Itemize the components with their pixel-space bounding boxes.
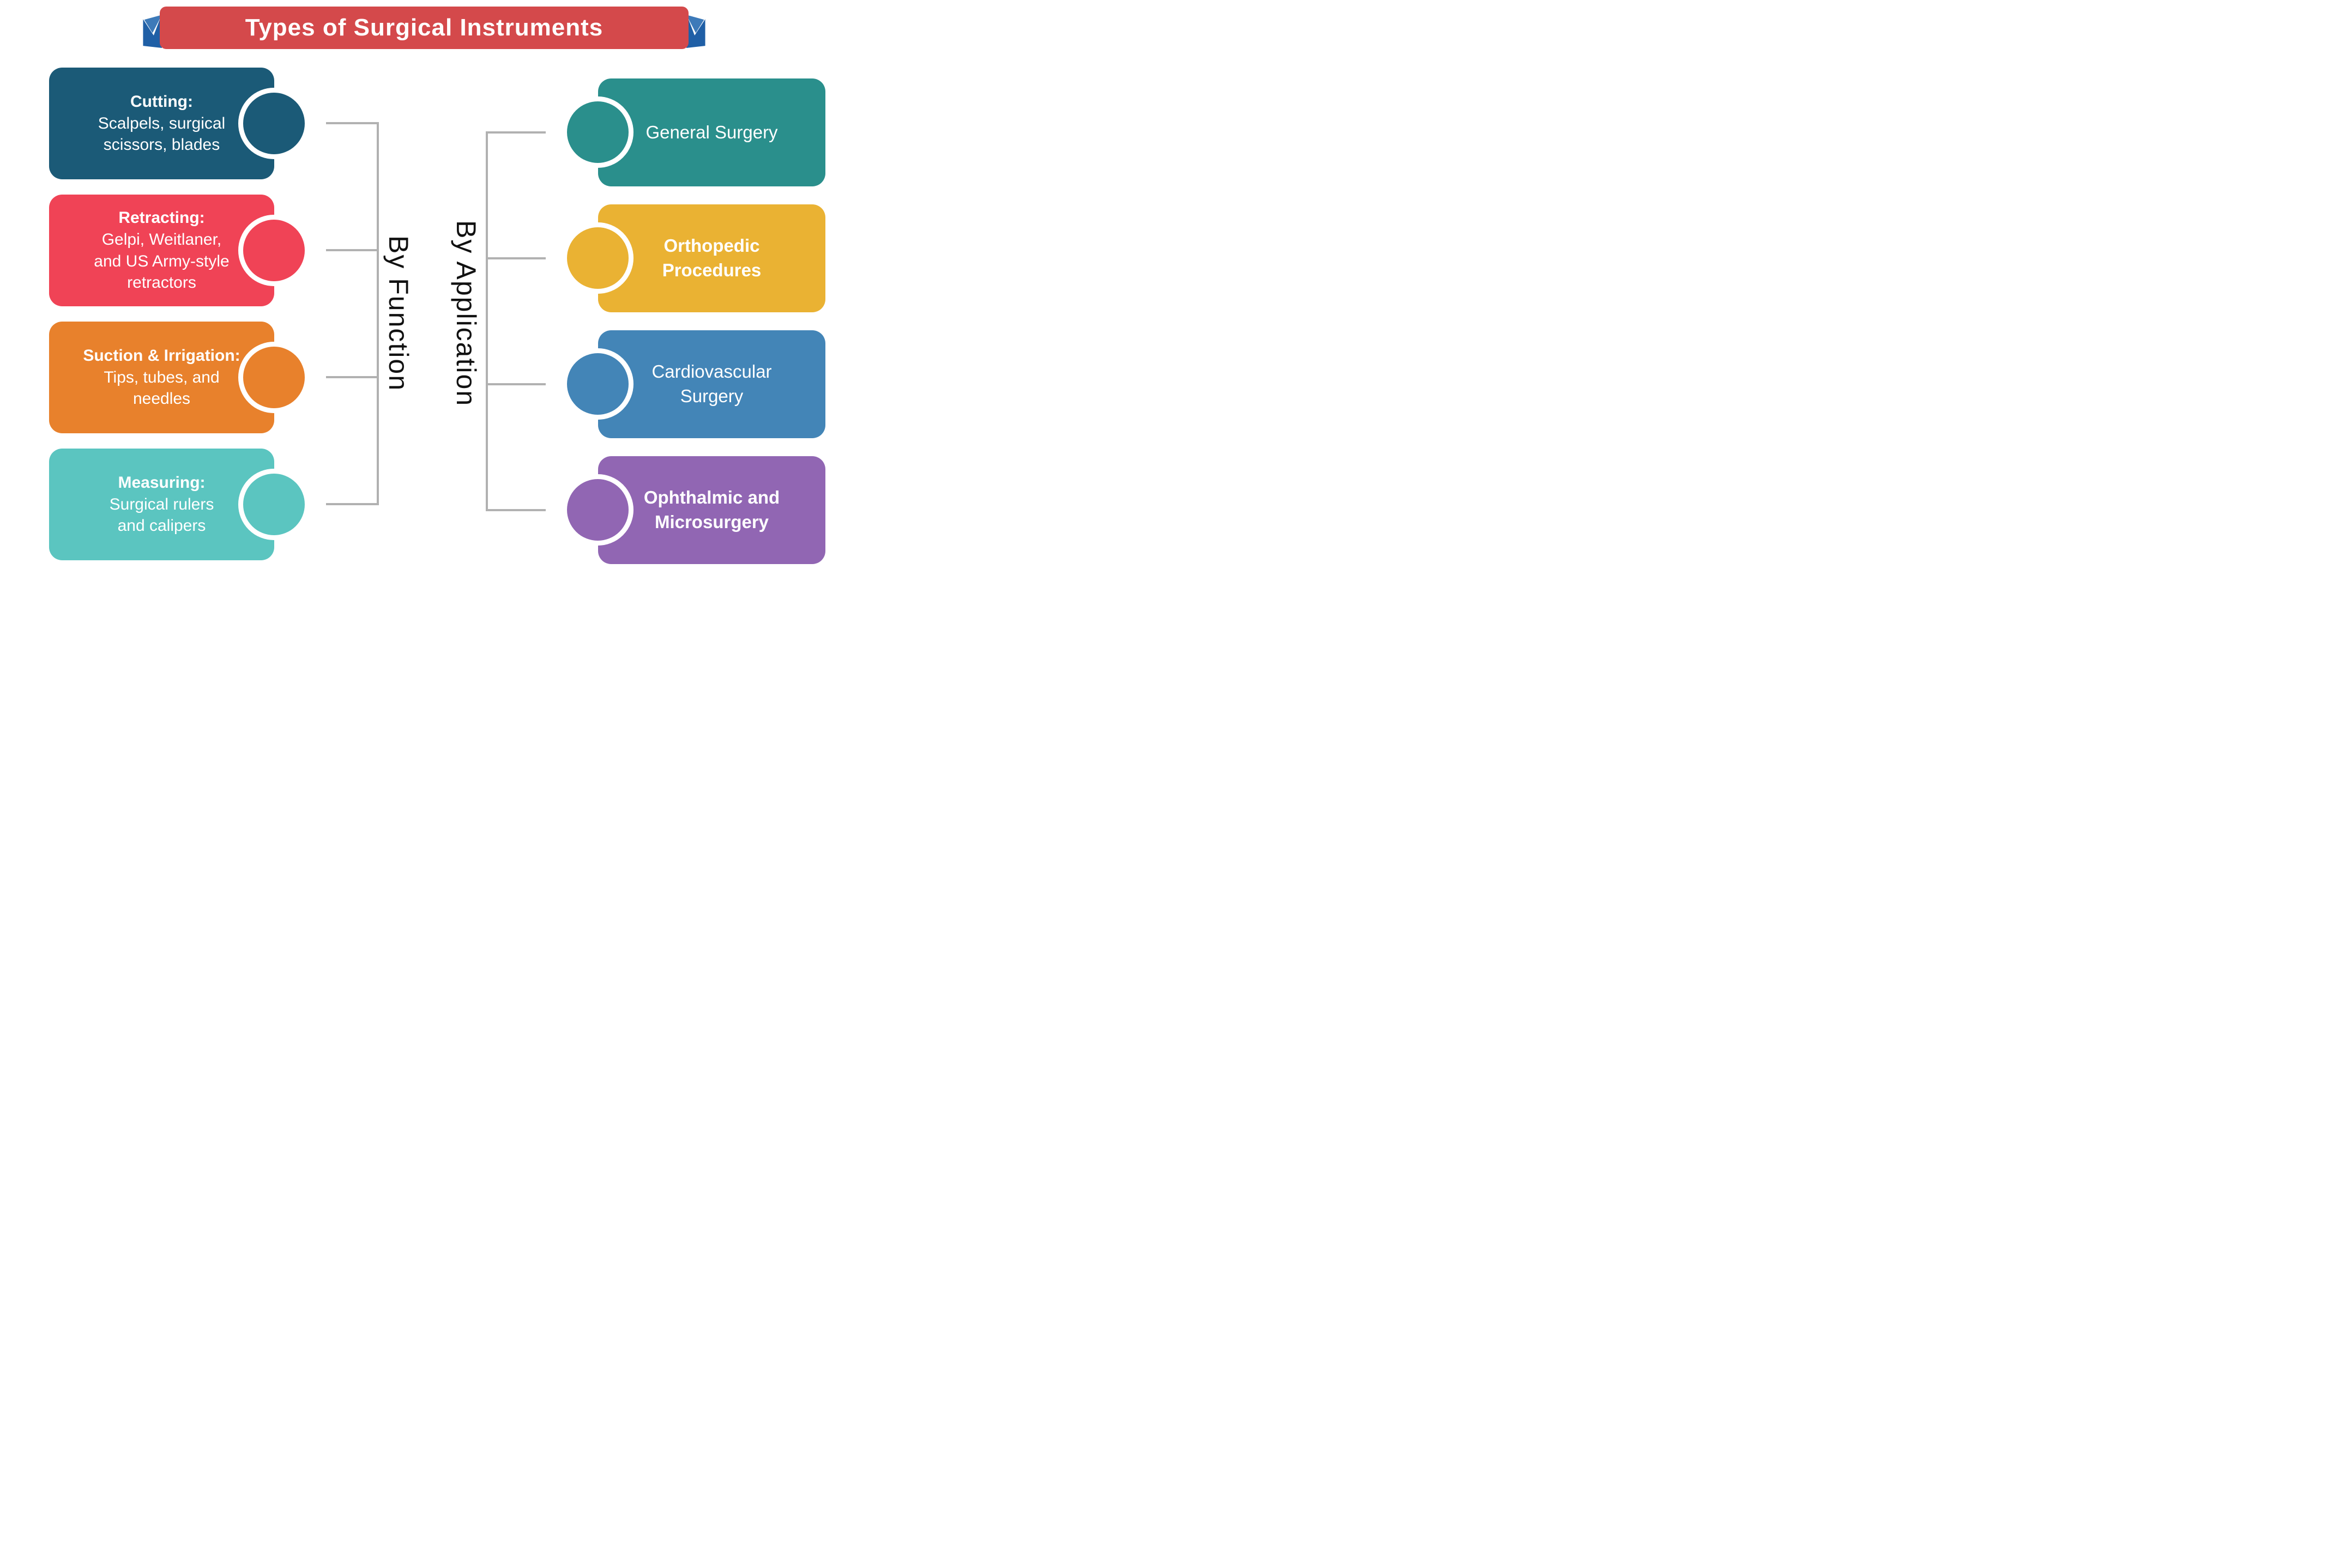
ribbon-end-left	[142, 13, 162, 48]
function-box-description: Tips, tubes, and needles	[104, 368, 220, 408]
function-node-suction-circle	[238, 342, 310, 413]
function-node-cutting-circle	[238, 88, 310, 159]
application-node-ophthalmic-circle	[562, 474, 633, 546]
function-box-title: Retracting:	[118, 209, 205, 227]
connector-right-vertical	[486, 132, 488, 511]
branch-label-by-application: By Application	[451, 220, 481, 407]
function-box-description: Surgical rulers and calipers	[109, 495, 214, 535]
application-box-label: Ophthalmic and Microsurgery	[643, 487, 780, 532]
function-node-measuring-circle	[238, 469, 310, 540]
function-box-title: Cutting:	[130, 93, 193, 111]
ribbon-end-right	[686, 13, 706, 48]
application-box-cardiovascular-surgery: Cardiovascular Surgery	[598, 330, 825, 438]
function-box-description: Scalpels, surgical scissors, blades	[98, 114, 226, 154]
connector-left-stub-3	[326, 376, 379, 378]
function-box-suction-irrigation: Suction & Irrigation: Tips, tubes, and n…	[49, 322, 274, 433]
application-node-orthopedic-circle	[562, 222, 633, 294]
connector-right-stub-3	[486, 383, 546, 385]
branch-label-by-function: By Function	[383, 235, 414, 391]
title-banner: Types of Surgical Instruments	[160, 7, 689, 49]
connector-left-stub-4	[326, 503, 379, 505]
application-box-general-surgery: General Surgery	[598, 78, 825, 186]
function-node-retracting-circle	[238, 215, 310, 286]
application-box-label: Cardiovascular Surgery	[651, 361, 772, 406]
application-box-ophthalmic-microsurgery: Ophthalmic and Microsurgery	[598, 456, 825, 564]
application-box-label: General Surgery	[645, 122, 778, 142]
connector-right-stub-4	[486, 509, 546, 511]
function-box-cutting: Cutting: Scalpels, surgical scissors, bl…	[49, 68, 274, 179]
infographic-canvas: Types of Surgical Instruments By Functio…	[0, 0, 837, 564]
application-node-cardiovascular-circle	[562, 348, 633, 420]
connector-left-stub-2	[326, 249, 379, 251]
connector-left-vertical	[377, 123, 379, 505]
connector-right-stub-2	[486, 257, 546, 259]
connector-left-stub-1	[326, 122, 379, 124]
application-node-general-circle	[562, 96, 633, 168]
application-box-label: Orthopedic Procedures	[662, 235, 762, 280]
function-box-description: Gelpi, Weitlaner, and US Army-style retr…	[94, 230, 230, 292]
connector-right-stub-1	[486, 131, 546, 134]
function-box-title: Measuring:	[118, 474, 206, 492]
page-title: Types of Surgical Instruments	[245, 14, 604, 41]
function-box-retracting: Retracting: Gelpi, Weitlaner, and US Arm…	[49, 195, 274, 306]
application-box-orthopedic-procedures: Orthopedic Procedures	[598, 204, 825, 312]
function-box-measuring: Measuring: Surgical rulers and calipers	[49, 449, 274, 560]
function-box-title: Suction & Irrigation:	[83, 347, 240, 365]
